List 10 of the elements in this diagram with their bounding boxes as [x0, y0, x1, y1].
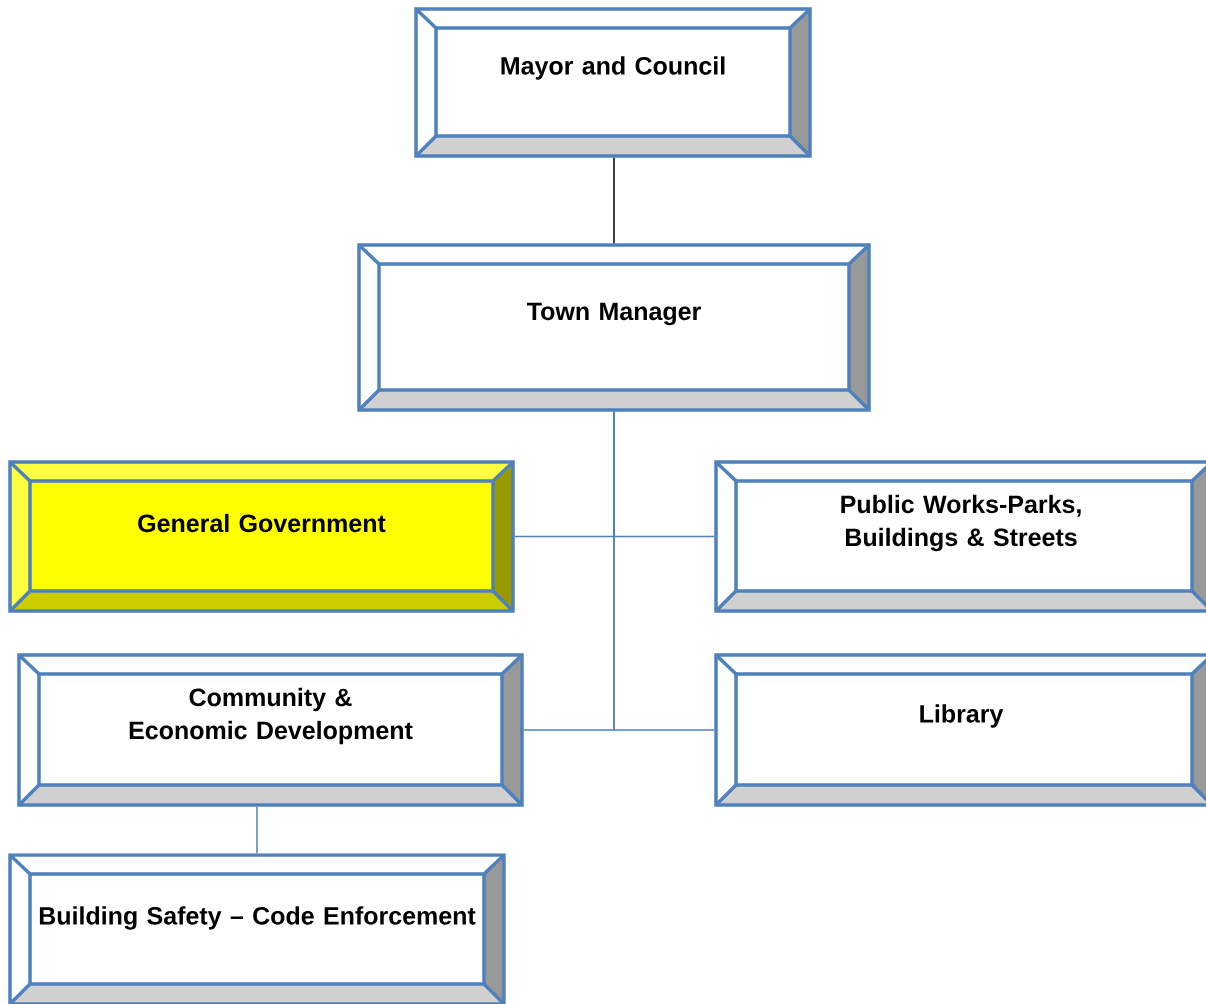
- bevel-box: Community & Economic Development: [17, 653, 524, 807]
- bevel-box: Library: [714, 653, 1206, 807]
- bevel-box: Mayor and Council: [414, 7, 812, 158]
- connector-line: [256, 806, 258, 854]
- connector-line: [613, 411, 715, 731]
- bevel-box: Public Works-Parks, Buildings & Streets: [714, 460, 1206, 613]
- connector-line: [613, 157, 615, 244]
- bevel-box: Town Manager: [357, 243, 871, 412]
- bevel-box: General Government: [8, 460, 515, 613]
- bevel-box: Building Safety – Code Enforcement: [8, 853, 506, 1004]
